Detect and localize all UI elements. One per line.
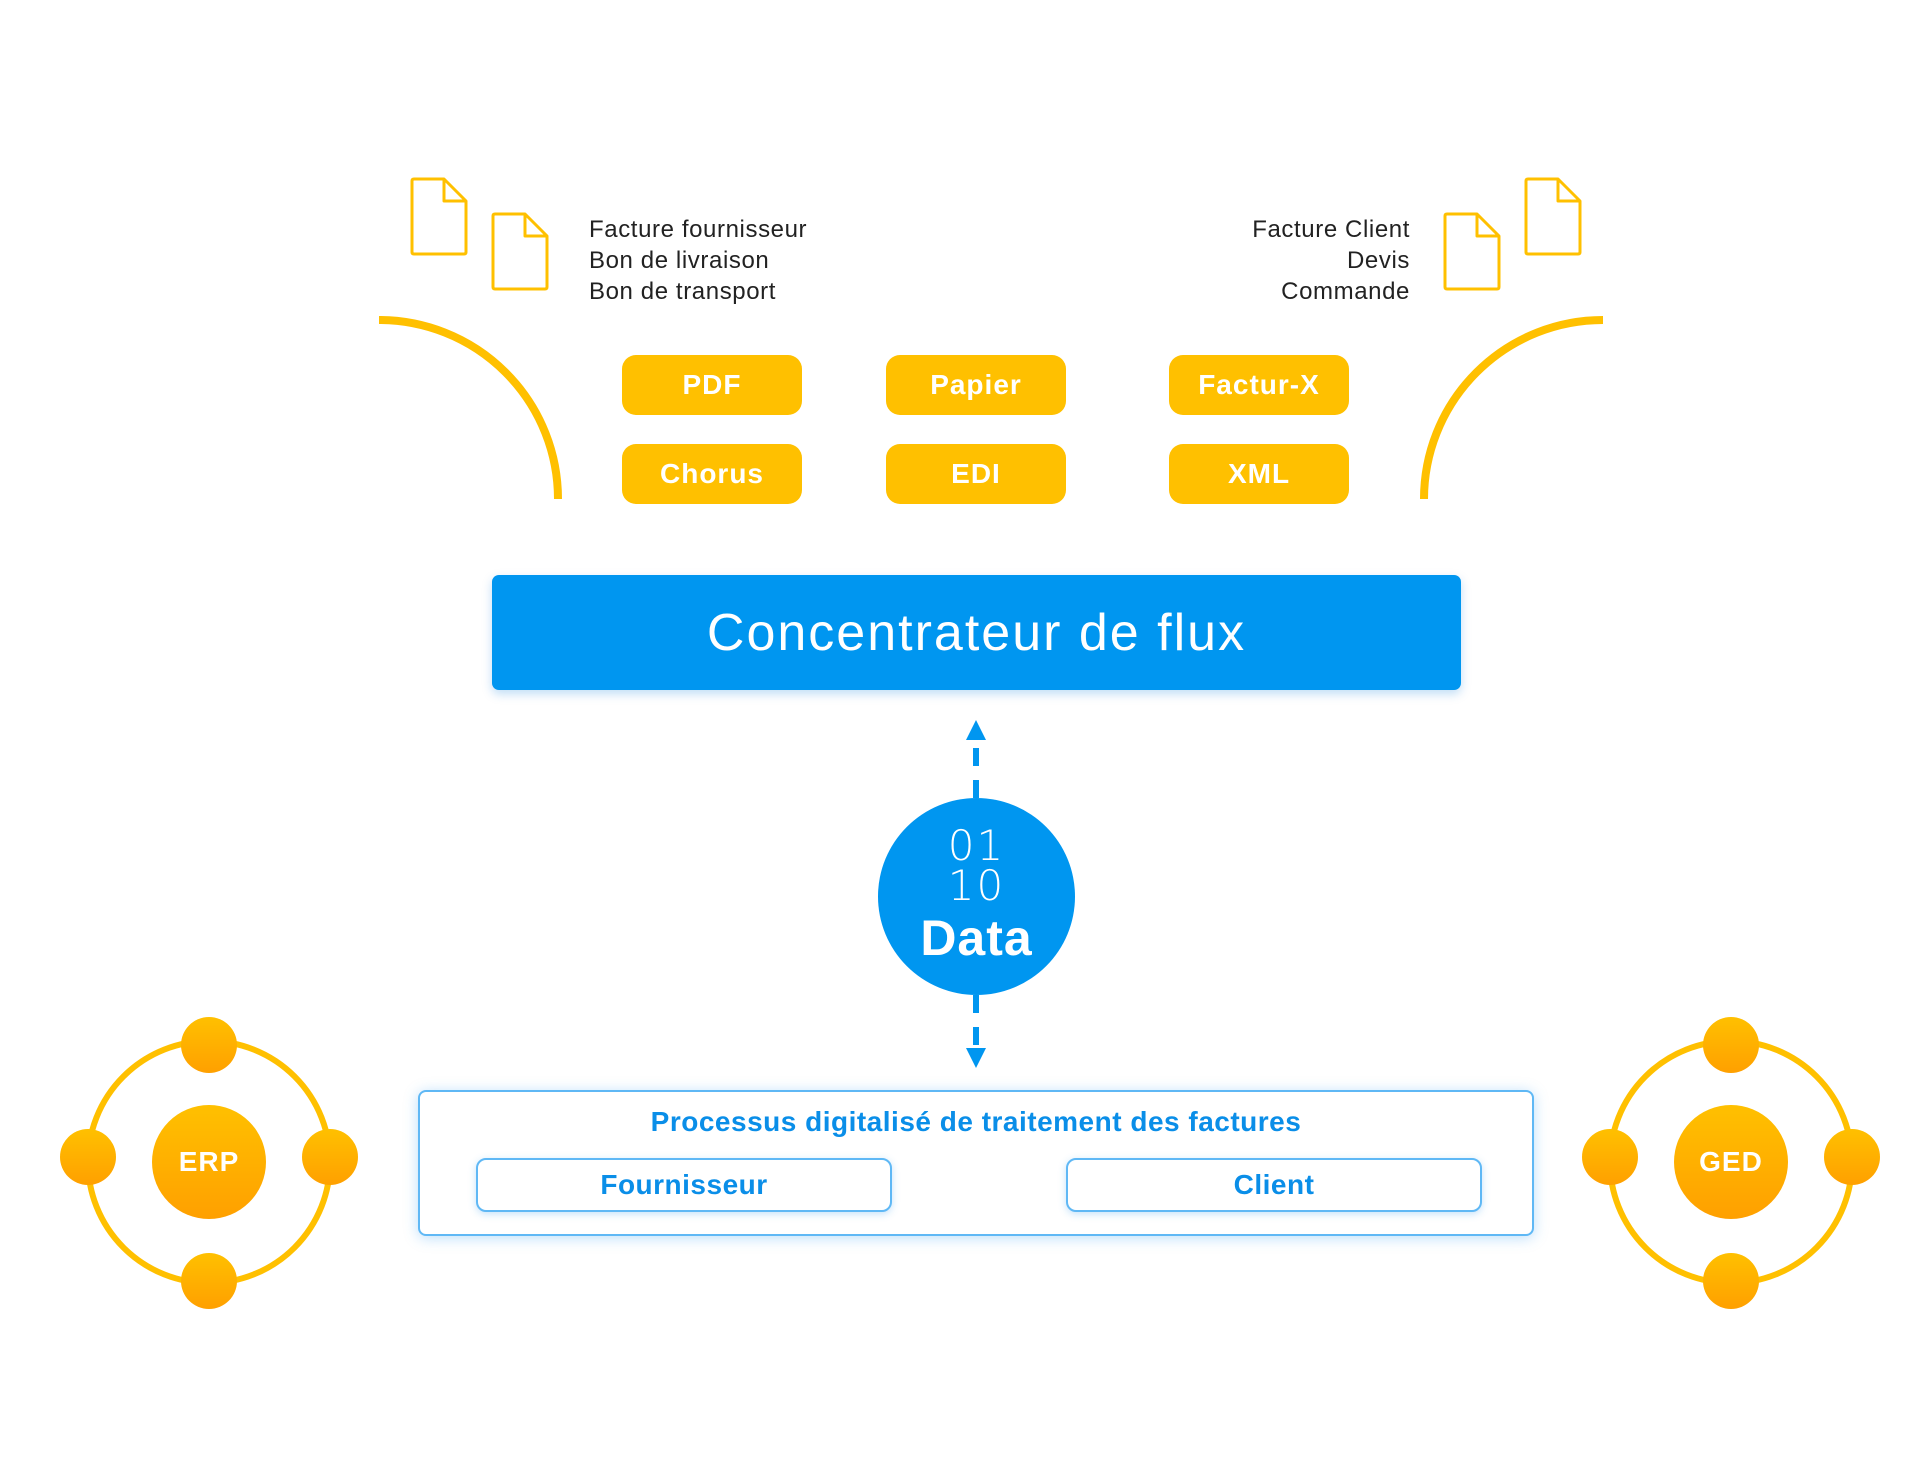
client-process-box: Client	[1066, 1158, 1482, 1212]
left-arc	[378, 316, 562, 500]
document-icon	[1443, 212, 1501, 291]
document-icon	[491, 212, 549, 291]
document-type-label: Bon de transport	[589, 278, 777, 305]
format-pill-facturx: Factur-X	[1169, 355, 1349, 415]
orbit-node	[1582, 1129, 1638, 1185]
data-label: Data	[920, 909, 1033, 966]
document-icon	[1524, 177, 1582, 256]
ged-orbit	[1582, 1017, 1880, 1309]
client-documents-list: Facture Client Devis Commande	[1252, 214, 1410, 307]
flow-concentrator-label: Concentrateur de flux	[706, 603, 1247, 662]
orbit-node	[1703, 1017, 1759, 1073]
orbit-node	[181, 1017, 237, 1073]
format-pill-xml: XML	[1169, 444, 1349, 504]
erp-core	[152, 1105, 266, 1219]
orbit-node	[302, 1129, 358, 1185]
data-bits-top: 01	[947, 820, 1006, 870]
format-pill-pdf: PDF	[622, 355, 802, 415]
orbit-node	[1824, 1129, 1880, 1185]
format-pill-chorus: Chorus	[622, 444, 802, 504]
ged-label: GED	[1699, 1146, 1763, 1177]
orbit-node	[60, 1129, 116, 1185]
orbit-node	[181, 1253, 237, 1309]
orbit-node	[1703, 1253, 1759, 1309]
data-bits-bottom: 10	[947, 860, 1006, 910]
document-type-label: Facture fournisseur	[589, 216, 808, 243]
document-type-label: Devis	[1346, 247, 1410, 274]
flow-concentrator-bar: Concentrateur de flux	[492, 575, 1461, 690]
ged-core	[1674, 1105, 1788, 1219]
right-arc	[1420, 316, 1604, 500]
erp-label: ERP	[178, 1146, 240, 1177]
supplier-documents-list: Facture fournisseur Bon de livraison Bon…	[589, 214, 807, 307]
document-type-label: Facture Client	[1252, 216, 1410, 243]
erp-orbit	[60, 1017, 358, 1309]
document-type-label: Bon de livraison	[589, 247, 770, 274]
up-arrow	[966, 720, 986, 798]
process-title: Processus digitalisé de traitement des f…	[650, 1106, 1302, 1137]
client-label: Client	[1233, 1169, 1315, 1200]
down-arrow	[966, 995, 986, 1068]
document-type-label: Commande	[1281, 278, 1410, 305]
invoice-process-box: Processus digitalisé de traitement des f…	[418, 1090, 1534, 1236]
format-pill-edi: EDI	[886, 444, 1066, 504]
data-node: 01 10 Data	[878, 798, 1075, 995]
supplier-label: Fournisseur	[600, 1169, 768, 1200]
supplier-process-box: Fournisseur	[476, 1158, 892, 1212]
document-icon	[410, 177, 468, 256]
format-pill-papier: Papier	[886, 355, 1066, 415]
